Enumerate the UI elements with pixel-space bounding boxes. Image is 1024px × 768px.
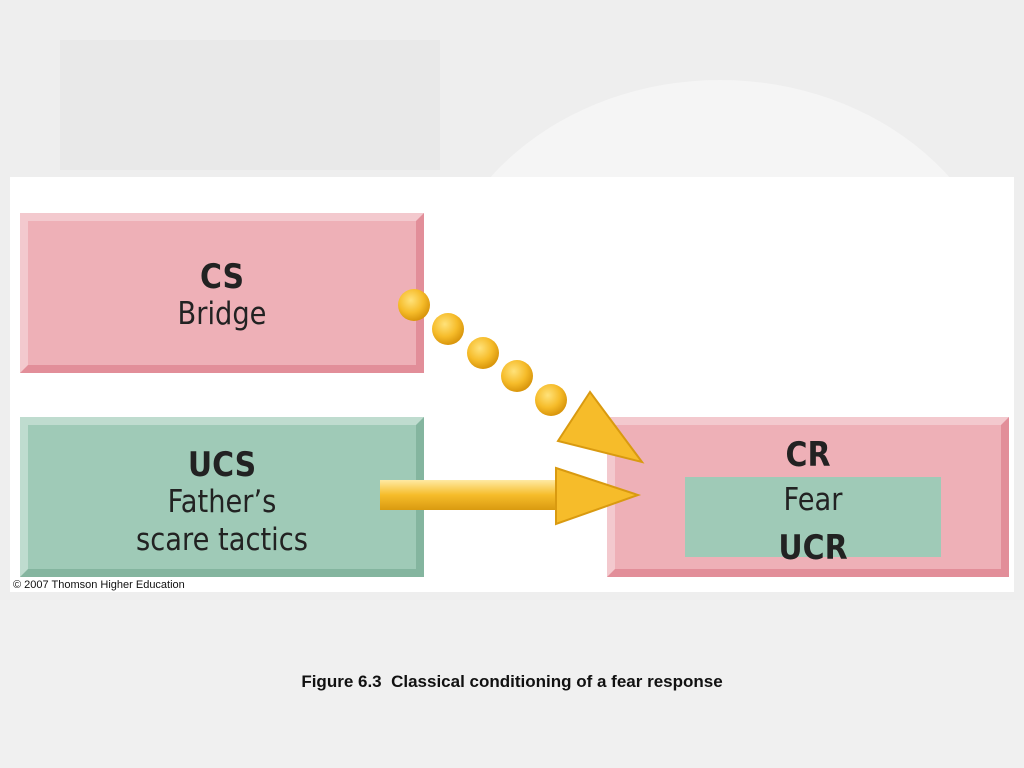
cs-title: CS xyxy=(199,257,245,297)
copyright-notice: © 2007 Thomson Higher Education xyxy=(13,579,185,591)
arrow-dot xyxy=(398,289,430,321)
ucs-label-line2: scare tactics xyxy=(136,522,308,558)
cs-box: CS Bridge xyxy=(20,213,424,373)
ucr-title: UCR xyxy=(778,528,848,568)
figure-caption: Figure 6.3 Classical conditioning of a f… xyxy=(301,672,723,691)
ucr-box: Fear UCR xyxy=(685,477,941,565)
arrow-dot xyxy=(467,337,499,369)
arrow-dot xyxy=(535,384,567,416)
diagram-panel: CS Bridge UCS Father’s scare tactics CR … xyxy=(10,177,1014,592)
ucs-label-line1: Father’s xyxy=(167,484,277,520)
solid-arrowhead xyxy=(555,466,642,526)
arrow-dot xyxy=(501,360,533,392)
solid-arrow xyxy=(380,466,642,526)
cs-label: Bridge xyxy=(177,296,267,332)
cr-box: CR Fear UCR xyxy=(607,417,1009,577)
arrows-layer xyxy=(380,289,645,526)
arrow-dot xyxy=(432,313,464,345)
dotted-arrowhead xyxy=(556,390,645,464)
ucs-title: UCS xyxy=(187,445,257,485)
cr-title: CR xyxy=(785,435,831,475)
ucr-label: Fear xyxy=(783,482,843,518)
solid-arrow-shaft xyxy=(380,480,560,510)
dotted-arrow xyxy=(398,289,645,464)
